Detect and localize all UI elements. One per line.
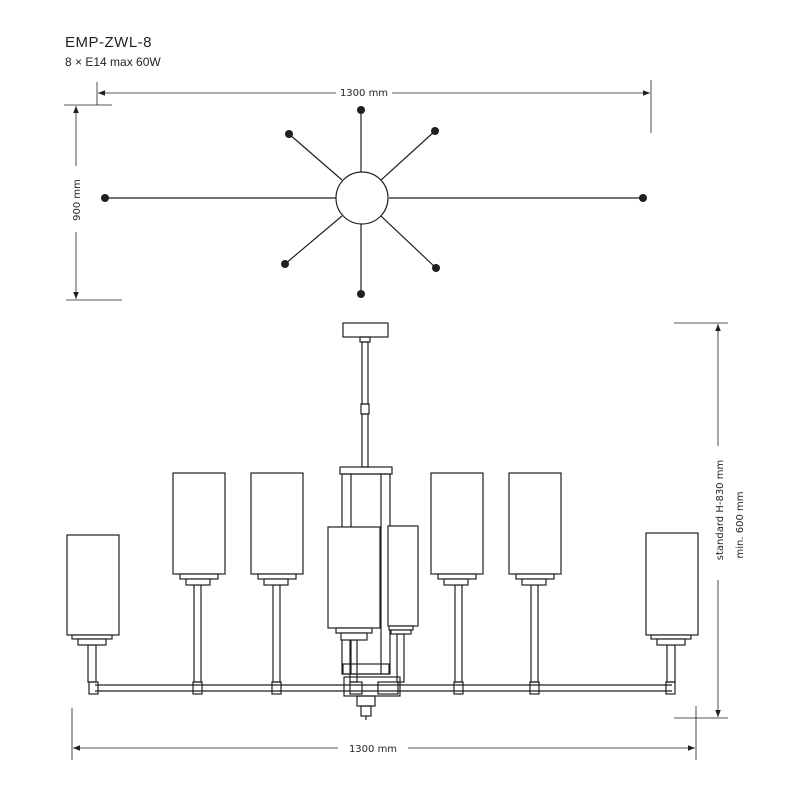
shade-holder bbox=[515, 573, 555, 580]
shade-holder bbox=[656, 638, 686, 646]
bottom-width-dimension: 1300 mm bbox=[71, 706, 697, 760]
lamp-shade bbox=[250, 472, 304, 575]
arm-end-dot bbox=[357, 106, 365, 114]
arm-end-dot bbox=[281, 260, 289, 268]
bulb-spec: 8 × E14 max 60W bbox=[65, 55, 161, 69]
lamp-shades bbox=[66, 472, 699, 646]
shade-holder bbox=[390, 629, 412, 635]
height-standard-label: standard H-830 mm bbox=[715, 460, 726, 560]
canopy-and-rod bbox=[339, 322, 393, 675]
main-arm bbox=[88, 676, 676, 720]
lamp-shade bbox=[508, 472, 562, 575]
lamp-shade bbox=[645, 532, 699, 636]
arm-end-dot bbox=[101, 194, 109, 202]
height-dimension: standard H-830 mm min. 600 mm bbox=[674, 322, 746, 719]
top-width-dimension: 1300 mm bbox=[96, 80, 652, 133]
shade-holder bbox=[263, 578, 289, 586]
shade-holder bbox=[340, 632, 368, 641]
height-min-label: min. 600 mm bbox=[735, 492, 746, 559]
arm-end-dot bbox=[285, 130, 293, 138]
shade-holder bbox=[257, 573, 297, 580]
bottom-width-label: 1300 mm bbox=[349, 744, 397, 755]
lamp-shade bbox=[172, 472, 226, 575]
top-depth-label: 900 mm bbox=[72, 179, 83, 221]
shade-holder bbox=[521, 578, 547, 586]
shade-holder bbox=[335, 627, 373, 634]
lamp-shade bbox=[387, 525, 419, 627]
top-view-plan bbox=[101, 106, 647, 298]
top-width-label: 1300 mm bbox=[340, 88, 388, 99]
lamp-shade bbox=[327, 526, 381, 629]
shade-holder bbox=[77, 638, 107, 646]
arm-end-dot bbox=[432, 264, 440, 272]
top-depth-dimension: 900 mm bbox=[64, 104, 122, 301]
shade-holder bbox=[185, 578, 211, 586]
shade-holder bbox=[437, 573, 477, 580]
arm-end-dot bbox=[357, 290, 365, 298]
model-title: EMP-ZWL-8 bbox=[65, 34, 152, 51]
shade-holder bbox=[179, 573, 219, 580]
lamp-shade bbox=[66, 534, 120, 636]
lamp-shade bbox=[430, 472, 484, 575]
shade-holder bbox=[443, 578, 469, 586]
arm-end-dot bbox=[431, 127, 439, 135]
arm-end-dot bbox=[639, 194, 647, 202]
